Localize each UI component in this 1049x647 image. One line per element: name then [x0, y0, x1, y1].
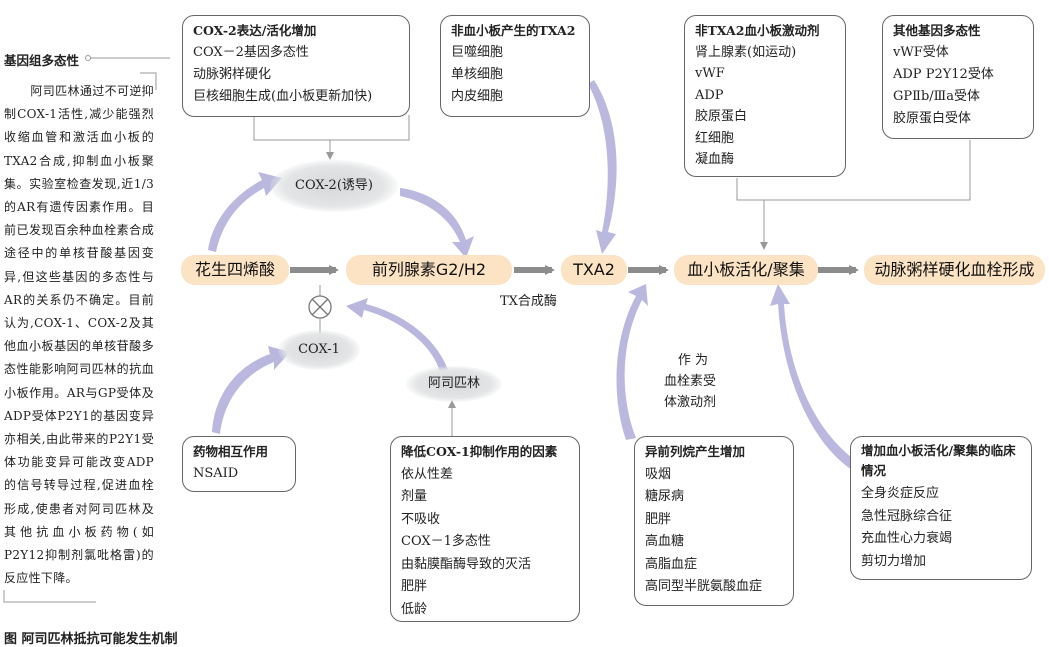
- label-agonist-line-1: 作 为: [677, 353, 709, 368]
- curved-arrow-to-txa2: [588, 80, 617, 254]
- list-item: 凝血酶: [695, 152, 735, 167]
- list-item: 由黏膜酯酶导致的灭活: [401, 556, 532, 572]
- box-non-platelet-txa2: 非血小板产生的TXA2 巨噬细胞 单核细胞 内皮细胞: [440, 15, 590, 117]
- box-connectors: [253, 115, 971, 436]
- list-item: 肾上腺素(如运动): [695, 44, 797, 60]
- list-item: GPⅡb/Ⅲa受体: [893, 89, 980, 104]
- list-item: 剂量: [401, 489, 428, 504]
- list-item: 全身炎症反应: [861, 486, 940, 501]
- box-non-txa2-agonists-title: 非TXA2血小板激动剂: [695, 23, 820, 38]
- list-item: 动脉粥样硬化: [193, 67, 272, 82]
- box-non-txa2-agonists: 非TXA2血小板激动剂 肾上腺素(如运动) vWF ADP 胶原蛋白 红细胞 凝…: [684, 15, 846, 177]
- node-arachidonic-acid: 花生四烯酸: [181, 255, 289, 285]
- label-cox1: COX-1: [278, 330, 360, 370]
- box-isoprostanes-title: 异前列烷产生增加: [645, 444, 746, 459]
- box-other-polymorphisms-title: 其他基因多态性: [893, 23, 981, 38]
- list-item: 高血糖: [645, 534, 685, 549]
- sidebar-heading: 基因组多态性: [4, 53, 80, 68]
- list-item: 低龄: [401, 601, 428, 617]
- label-tx-synthase: TX合成酶: [500, 294, 557, 309]
- list-item: 依从性差: [401, 466, 454, 482]
- box-cox2-expression-title: COX-2表达/活化增加: [193, 23, 317, 38]
- box-cox1-inhibition-factors-title: 降低COX-1抑制作用的因素: [401, 444, 558, 459]
- node-atherothrombosis: 动脉粥样硬化血栓形成: [864, 255, 1045, 285]
- box-cox1-inhibition-factors: 降低COX-1抑制作用的因素 依从性差 剂量 不吸收 COX－1多态性 由黏膜酯…: [390, 436, 580, 622]
- figure-caption: 图 阿司匹林抵抗可能发生机制: [4, 632, 178, 647]
- curved-arrow-cox2-to-pg: [400, 188, 474, 258]
- label-cox2-induced: COX-2(诱导): [270, 160, 398, 212]
- list-item: 高同型半胱氨酸血症: [645, 579, 763, 594]
- list-item: vWF: [695, 66, 725, 81]
- list-item: 高脂血症: [645, 556, 698, 572]
- box-clinical-conditions: 增加血小板活化/聚集的临床情况 全身炎症反应 急性冠脉综合征 充血性心力衰竭 剪…: [850, 436, 1032, 580]
- node-prostaglandin: 前列腺素G2/H2: [346, 255, 512, 285]
- list-item: 胶原蛋白受体: [893, 111, 972, 126]
- list-item: ADP: [695, 87, 724, 103]
- list-item: 不吸收: [401, 511, 441, 527]
- list-item: 巨噬细胞: [451, 45, 504, 60]
- box-non-platelet-txa2-title: 非血小板产生的TXA2: [451, 23, 576, 38]
- sidebar-leader: [3, 55, 170, 603]
- box-clinical-conditions-title: 增加血小板活化/聚集的临床情况: [861, 443, 1016, 478]
- box-cox2-expression: COX-2表达/活化增加 COX－2基因多态性 动脉粥样硬化 巨核细胞生成(血小…: [182, 15, 410, 117]
- box-isoprostanes: 异前列烷产生增加 吸烟 糖尿病 肥胖 高血糖 高脂血症 高同型半胱氨酸血症: [634, 436, 794, 606]
- list-item: COX－2基因多态性: [193, 45, 309, 60]
- list-item: 急性冠脉综合征: [861, 508, 953, 524]
- node-txa2: TXA2: [561, 255, 627, 285]
- list-item: 内皮细胞: [451, 89, 504, 104]
- curved-arrow-aspirin-to-cox1: [346, 298, 448, 372]
- list-item: 肥胖: [645, 511, 672, 527]
- box-drug-interaction-title: 药物相互作用: [193, 444, 269, 459]
- label-aspirin: 阿司匹林: [406, 366, 502, 402]
- node-platelet-activation: 血小板活化/聚集: [674, 255, 818, 285]
- list-item: 糖尿病: [645, 489, 685, 504]
- curved-arrow-to-cox1: [212, 346, 290, 434]
- label-agonist-line-3: 体激动剂: [664, 395, 717, 410]
- list-item: vWF受体: [893, 45, 949, 60]
- list-item: COX－1多态性: [401, 534, 491, 549]
- curved-arrows: [208, 80, 858, 470]
- list-item: 充血性心力衰竭: [861, 531, 953, 546]
- list-item: ADP P2Y12受体: [893, 67, 994, 82]
- label-agonist: 作 为 血栓素受 体激动剂: [664, 350, 716, 413]
- curved-arrow-to-platelet-1: [616, 284, 648, 440]
- label-agonist-line-2: 血栓素受: [664, 374, 717, 389]
- list-item: 剪切力增加: [861, 553, 927, 569]
- box-other-polymorphisms: 其他基因多态性 vWF受体 ADP P2Y12受体 GPⅡb/Ⅲa受体 胶原蛋白…: [882, 15, 1034, 139]
- inhibition-symbol: [308, 285, 332, 336]
- list-item: NSAID: [193, 466, 239, 481]
- list-item: 单核细胞: [451, 67, 504, 82]
- list-item: 胶原蛋白: [695, 109, 748, 124]
- list-item: 红细胞: [695, 130, 735, 146]
- sidebar-text: 阿司匹林通过不可逆抑制COX-1活性,减少能强烈收缩血管和激活血小板的TXA2合…: [4, 84, 154, 586]
- list-item: 吸烟: [645, 466, 672, 482]
- box-drug-interaction: 药物相互作用 NSAID: [182, 436, 296, 492]
- list-item: 肥胖: [401, 579, 428, 594]
- list-item: 巨核细胞生成(血小板更新加快): [193, 89, 373, 104]
- curved-arrow-to-platelet-2: [770, 284, 858, 470]
